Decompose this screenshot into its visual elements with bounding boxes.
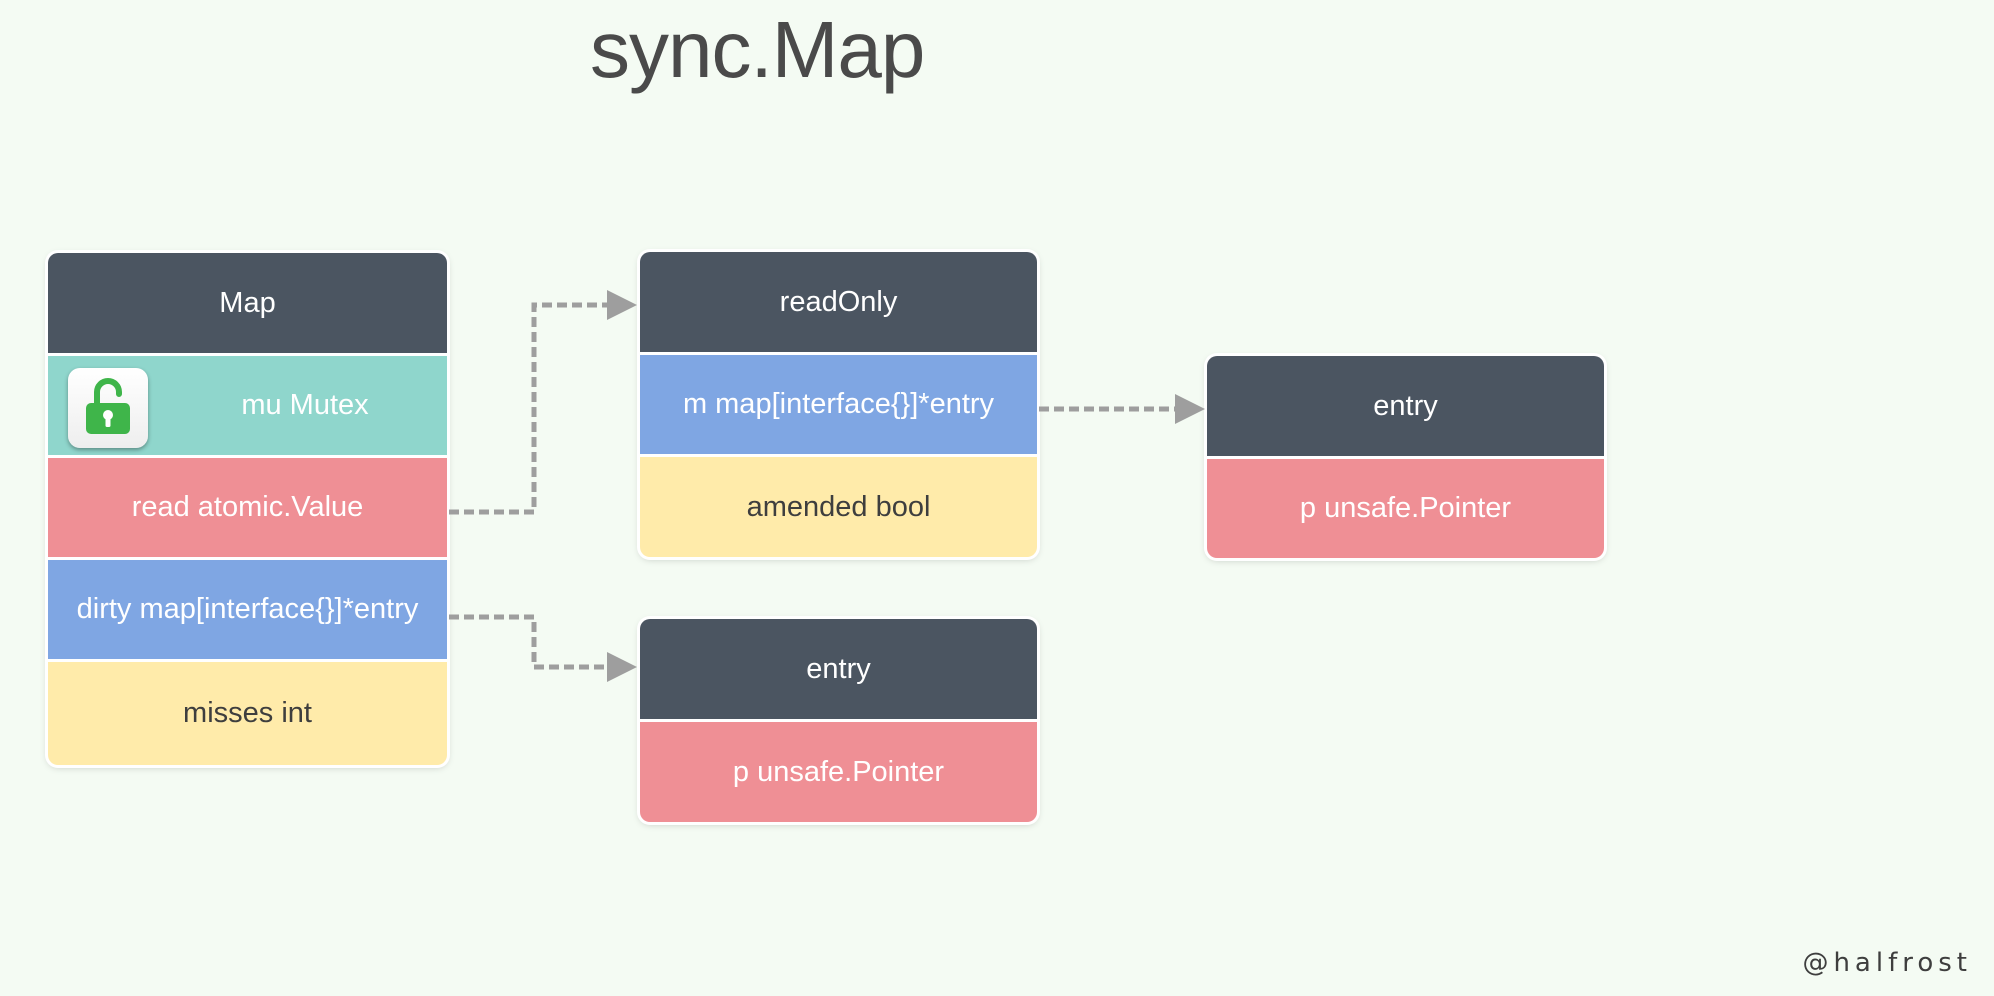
misses-int-field: misses int [48, 659, 447, 765]
dirty-to-entry-connector [449, 614, 612, 670]
mu-mutex-field: mu Mutex [48, 353, 447, 455]
entry-struct-header: entry [640, 619, 1037, 719]
page-title: sync.Map [590, 5, 925, 94]
entry-struct-header: entry [1207, 356, 1604, 456]
entry-p-pointer-field: p unsafe.Pointer [1207, 456, 1604, 558]
watermark: @halfrost [1802, 948, 1972, 978]
mu-mutex-label: mu Mutex [241, 389, 369, 421]
readonly-struct: readOnly m map[interface{}]*entry amende… [640, 252, 1037, 557]
read-atomic-value-field: read atomic.Value [48, 455, 447, 557]
entry-struct-readonly: entry p unsafe.Pointer [1207, 356, 1604, 558]
map-struct-header: Map [48, 253, 447, 353]
read-to-readonly-connector [449, 302, 612, 515]
readonly-struct-header: readOnly [640, 252, 1037, 352]
entry-struct-dirty: entry p unsafe.Pointer [640, 619, 1037, 822]
dirty-map-field: dirty map[interface{}]*entry [48, 557, 447, 659]
map-struct: Map mu Mutex read atomic.Value dirty map… [48, 253, 447, 765]
arrowhead-icon [607, 652, 637, 682]
unlocked-padlock-icon [68, 368, 148, 448]
amended-bool-field: amended bool [640, 454, 1037, 557]
entry-p-pointer-field: p unsafe.Pointer [640, 719, 1037, 822]
arrowhead-icon [1175, 394, 1205, 424]
readonly-m-map-field: m map[interface{}]*entry [640, 352, 1037, 454]
arrowhead-icon [607, 290, 637, 320]
